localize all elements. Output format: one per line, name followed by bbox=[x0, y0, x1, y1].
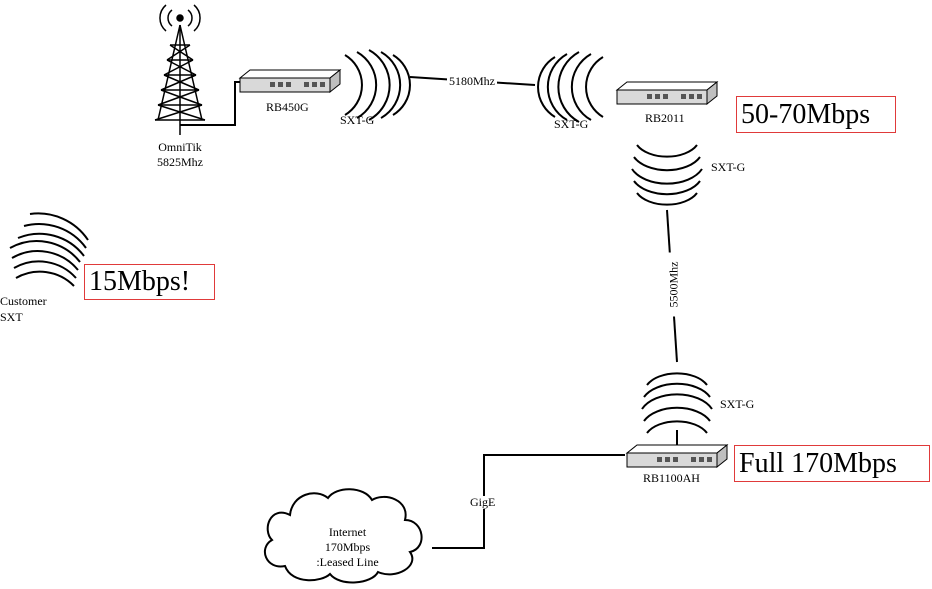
rb2011-router bbox=[616, 81, 718, 105]
customer-sxt-antenna-icon bbox=[9, 212, 89, 287]
gige-label: GigE bbox=[468, 495, 498, 509]
antenna-4-label: SXT-G bbox=[720, 397, 755, 411]
cloud-label-line2: 170Mbps bbox=[324, 540, 371, 554]
cloud-label-line3: :Leased Line bbox=[316, 555, 379, 569]
rb450g-label: RB450G bbox=[266, 100, 309, 114]
sxt-g-antenna-icon-1 bbox=[344, 49, 411, 121]
rb450g-router bbox=[239, 69, 341, 93]
gige-line bbox=[432, 454, 625, 549]
antenna-1-label: SXT-G bbox=[340, 113, 375, 127]
cloud-label-line1: Internet bbox=[328, 525, 367, 539]
link-5180-label: 5180Mhz bbox=[447, 74, 497, 88]
speed-box-rb2011: 50-70Mbps bbox=[736, 96, 896, 133]
omnitik-tower bbox=[154, 4, 206, 135]
antenna-3-label: SXT-G bbox=[711, 160, 746, 174]
tower-label-line2: 5825Mhz bbox=[157, 155, 203, 169]
sxt-g-antenna-icon-2 bbox=[537, 51, 604, 123]
internet-cloud-icon bbox=[263, 488, 423, 584]
link-5500-label: 5500Mhz bbox=[666, 252, 682, 317]
sxt-g-antenna-icon-4 bbox=[641, 372, 713, 434]
speed-box-rb1100ah: Full 170Mbps bbox=[734, 445, 930, 482]
tower-to-rb450g-line bbox=[180, 81, 240, 126]
rb1100ah-router bbox=[626, 444, 728, 468]
antenna-2-label: SXT-G bbox=[554, 117, 589, 131]
speed-box-customer: 15Mbps! bbox=[84, 264, 215, 300]
connection-lines bbox=[180, 76, 678, 549]
tower-label-line1: OmniTik bbox=[158, 140, 202, 154]
customer-label-line1: Customer bbox=[0, 294, 47, 308]
customer-label-line2: SXT bbox=[0, 310, 23, 324]
sxt-g-antenna-icon-3 bbox=[631, 144, 703, 206]
rb2011-label: RB2011 bbox=[645, 111, 685, 125]
rb1100ah-label: RB1100AH bbox=[643, 471, 700, 485]
